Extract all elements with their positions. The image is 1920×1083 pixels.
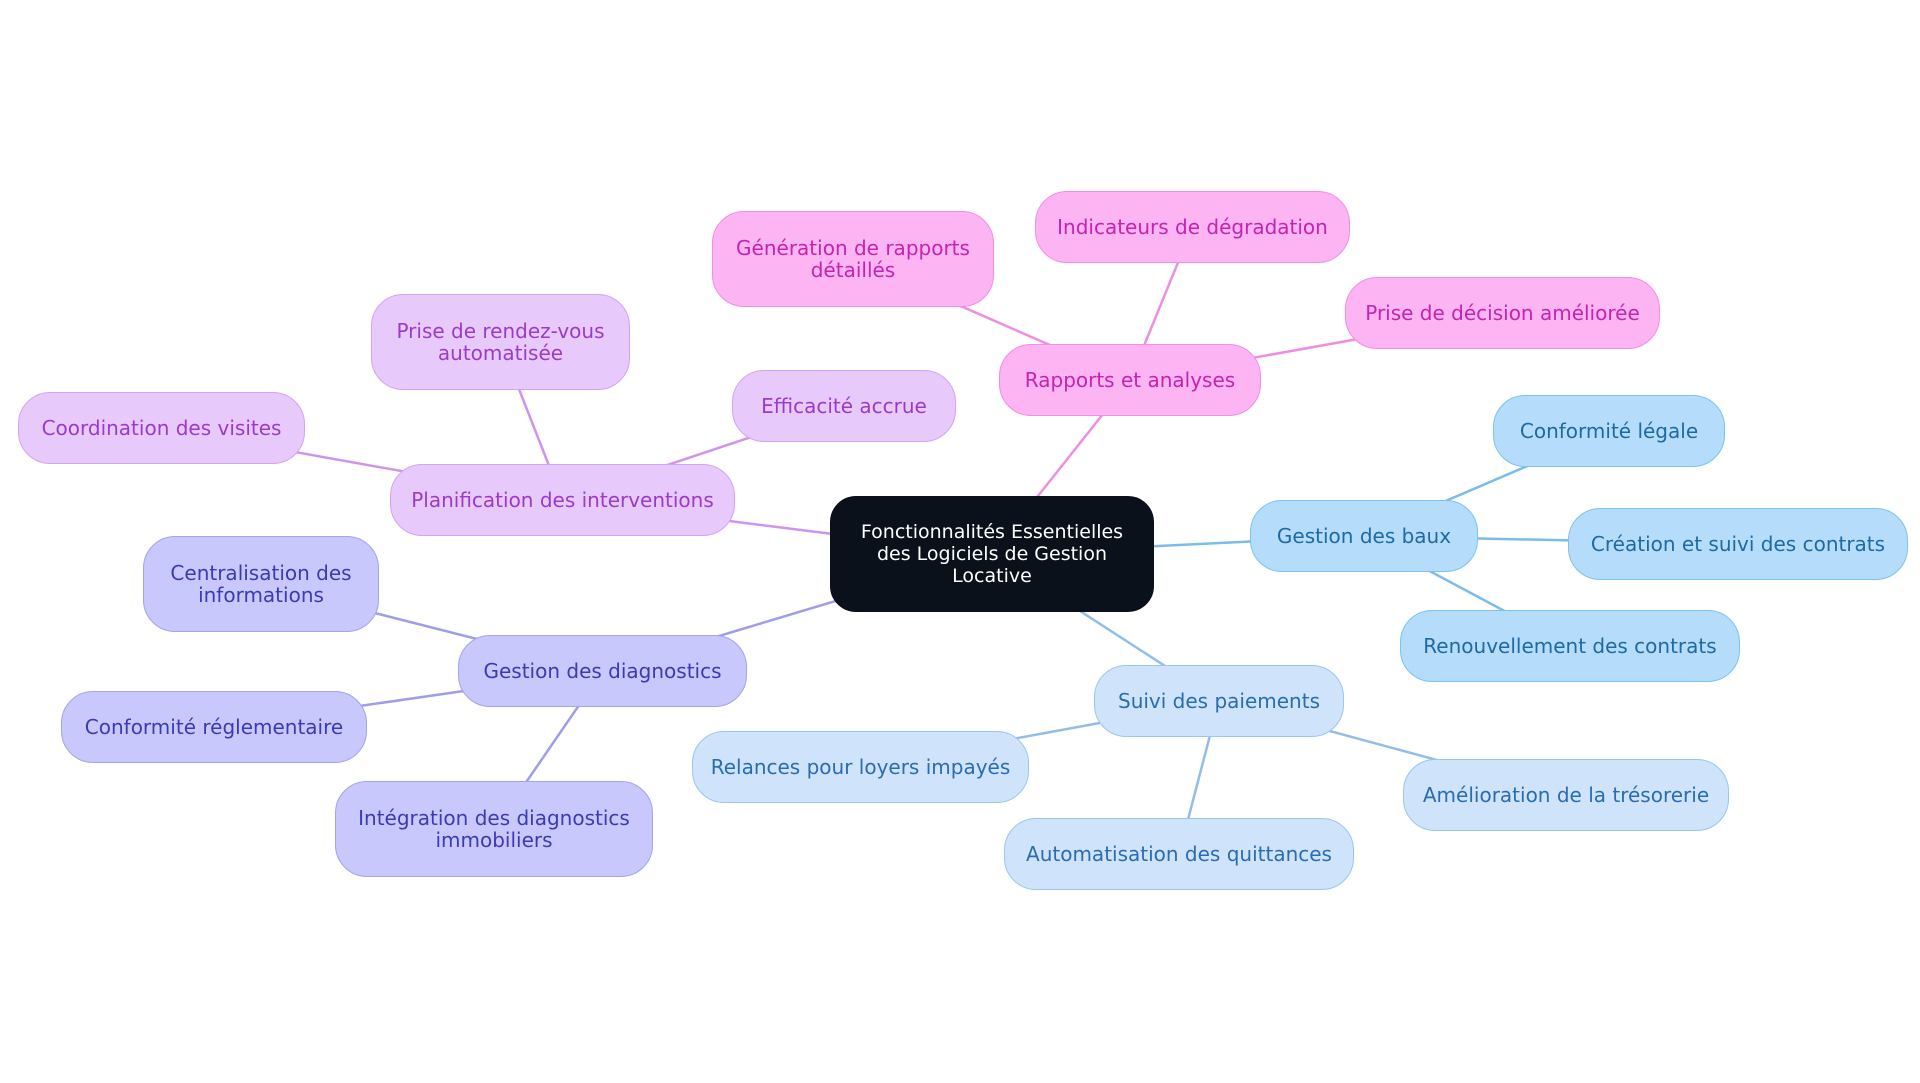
leaf-node-rapports-2-label-line: Prise de décision améliorée [1365,301,1640,325]
leaf-node-baux-1-label-line: Création et suivi des contrats [1590,532,1886,556]
leaf-node-paiements-1: Automatisation des quittances [1004,818,1354,890]
branch-node-diagnostics-label-line: Gestion des diagnostics [483,659,722,683]
branch-node-interventions: Planification des interventions [390,464,735,536]
branch-node-baux-label-line: Gestion des baux [1276,524,1452,548]
branch-node-paiements: Suivi des paiements [1094,665,1344,737]
leaf-node-interventions-0: Coordination des visites [18,392,305,464]
leaf-node-paiements-2-label-line: Amélioration de la trésorerie [1422,783,1710,807]
leaf-node-baux-2: Renouvellement des contrats [1400,610,1740,682]
root-node-label-line: Locative [952,565,1032,587]
branch-node-interventions-label-line: Planification des interventions [411,488,714,512]
branch-node-baux: Gestion des baux [1250,500,1478,572]
leaf-node-interventions-1-label-line: Prise de rendez-vous [396,319,605,343]
leaf-node-paiements-2: Amélioration de la trésorerie [1403,759,1729,831]
leaf-node-diagnostics-2-label-line: immobiliers [435,828,553,852]
leaf-node-baux-2-label-line: Renouvellement des contrats [1423,634,1717,658]
root-node-label-line: Fonctionnalités Essentielles [860,521,1124,543]
branch-node-paiements-label-line: Suivi des paiements [1118,689,1320,713]
leaf-node-rapports-0-label-line: Génération de rapports [736,236,970,260]
leaf-node-interventions-0-label-line: Coordination des visites [41,416,282,440]
leaf-node-paiements-0: Relances pour loyers impayés [692,731,1029,803]
leaf-node-baux-0: Conformité légale [1493,395,1725,467]
leaf-node-interventions-2: Efficacité accrue [732,370,956,442]
leaf-node-diagnostics-0-label-line: informations [198,583,324,607]
leaf-node-rapports-0-label-line: détaillés [810,258,896,282]
leaf-node-diagnostics-1: Conformité réglementaire [61,691,367,763]
branch-node-diagnostics: Gestion des diagnostics [458,635,747,707]
leaf-node-diagnostics-1-label-line: Conformité réglementaire [84,715,344,739]
leaf-node-interventions-1-label-line: automatisée [437,341,564,365]
leaf-node-paiements-1-label-line: Automatisation des quittances [1026,842,1332,866]
root-node-label-line: des Logiciels de Gestion [876,543,1108,565]
leaf-node-rapports-2: Prise de décision améliorée [1345,277,1660,349]
leaf-node-baux-0-label-line: Conformité légale [1519,419,1699,443]
leaf-node-interventions-2-label-line: Efficacité accrue [761,394,927,418]
leaf-node-diagnostics-0-label-line: Centralisation des [170,561,352,585]
leaf-node-paiements-0-label-line: Relances pour loyers impayés [710,755,1011,779]
leaf-node-baux-1: Création et suivi des contrats [1568,508,1908,580]
leaf-node-rapports-1-label-line: Indicateurs de dégradation [1057,215,1328,239]
leaf-node-rapports-1: Indicateurs de dégradation [1035,191,1350,263]
branch-node-rapports-label-line: Rapports et analyses [1024,368,1236,392]
branch-node-rapports: Rapports et analyses [999,344,1261,416]
leaf-node-diagnostics-2-label-line: Intégration des diagnostics [358,806,630,830]
